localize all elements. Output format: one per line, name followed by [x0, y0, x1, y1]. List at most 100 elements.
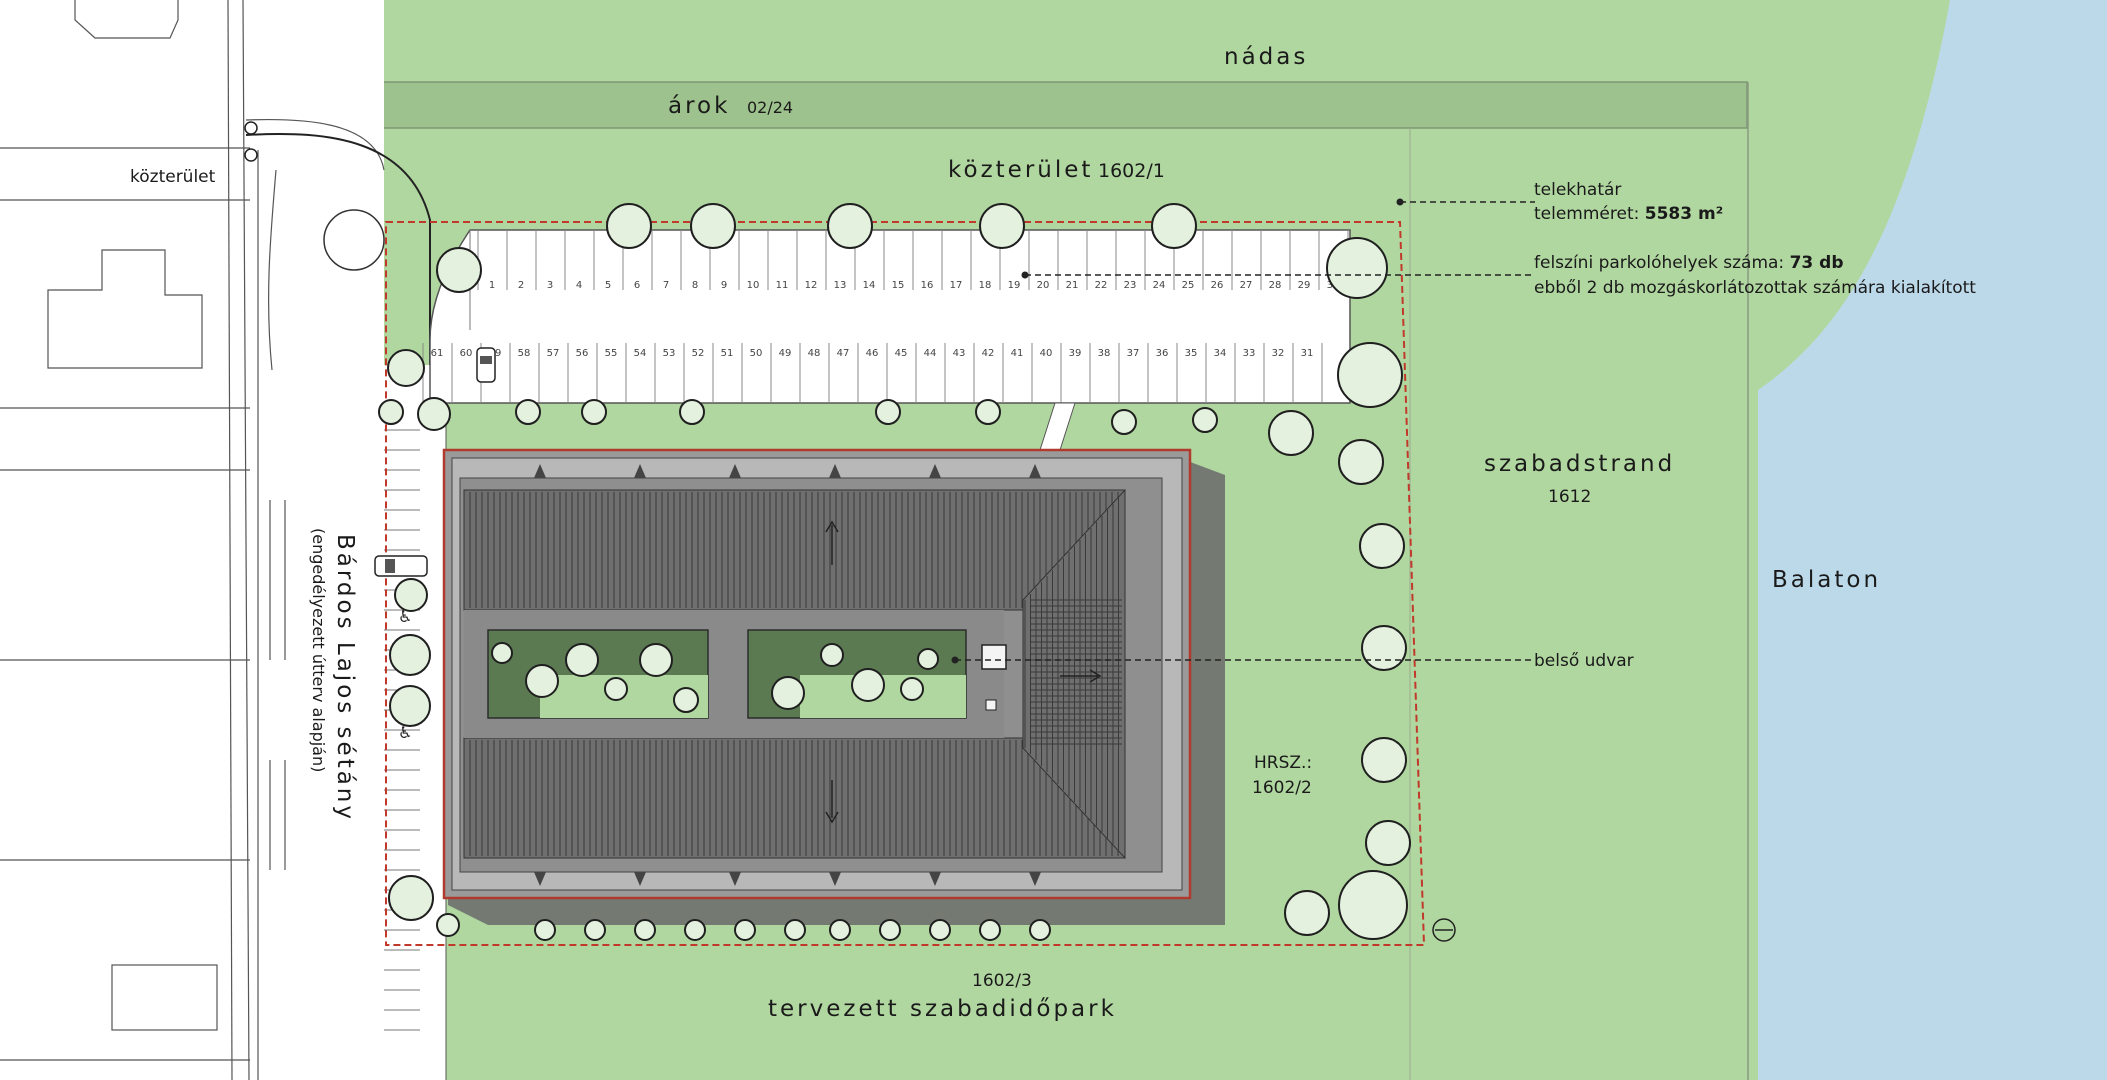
label-bottom-name: tervezett szabadidőpark: [768, 996, 1117, 1022]
parking-stall-number: 46: [866, 348, 879, 359]
tree-icon: [929, 919, 951, 941]
parking-stall-number: 55: [605, 348, 618, 359]
label-balaton: Balaton: [1772, 567, 1882, 593]
parking-stall-number: 6: [634, 280, 640, 291]
label-kozterulet-top-num: 1602/1: [1098, 160, 1165, 182]
parking-stall-number: 20: [1037, 280, 1050, 291]
parking-stall-number: 36: [1156, 348, 1169, 359]
parked-car-icon: [374, 555, 428, 577]
tree-icon: [606, 203, 652, 249]
parking-stall-number: 17: [950, 280, 963, 291]
parking-stall-number: 32: [1272, 348, 1285, 359]
parking-stall-number: 49: [779, 348, 792, 359]
neighbour-area: [0, 0, 384, 1080]
parking-stall-number: 52: [692, 348, 705, 359]
tree-icon: [690, 203, 736, 249]
neighbour-lines: [0, 0, 385, 1080]
tree-icon: [979, 919, 1001, 941]
parking-stall-number: 42: [982, 348, 995, 359]
tree-icon: [979, 203, 1025, 249]
tree-icon: [389, 685, 431, 727]
tree-icon: [829, 919, 851, 941]
tree-icon: [1151, 203, 1197, 249]
parking-stall-number: 53: [663, 348, 676, 359]
tree-icon: [604, 677, 628, 701]
parking-stall-number: 8: [692, 280, 698, 291]
tree-icon: [1192, 407, 1218, 433]
parking-lot: [429, 229, 1351, 404]
tree-icon: [673, 687, 699, 713]
label-telekhatar: telekhatár: [1534, 180, 1622, 200]
parking-stall-number: 12: [805, 280, 818, 291]
tree-icon: [851, 668, 885, 702]
parking-stall-number: 37: [1127, 348, 1140, 359]
tree-icon: [565, 643, 599, 677]
tree-icon: [491, 642, 513, 664]
label-nadas: nádas: [1224, 44, 1309, 70]
parking-stall-number: 33: [1243, 348, 1256, 359]
parking-stall-number: 31: [1301, 348, 1314, 359]
parking-stall-number: 9: [721, 280, 727, 291]
tree-icon: [1284, 890, 1330, 936]
tree-icon: [388, 875, 434, 921]
parking-stall-number: 40: [1040, 348, 1053, 359]
wheelchair-icon: ♿: [398, 723, 412, 742]
tree-icon: [639, 643, 673, 677]
label-szabadstrand-num: 1612: [1548, 487, 1592, 507]
tree-icon: [1365, 820, 1411, 866]
tree-icon: [387, 349, 425, 387]
parking-stall-number: 13: [834, 280, 847, 291]
tree-icon: [1111, 409, 1137, 435]
tree-icon: [378, 399, 404, 425]
tree-icon: [820, 643, 844, 667]
label-parking-note: ebből 2 db mozgáskorlátozottak számára k…: [1534, 278, 1976, 298]
parking-stall-number: 25: [1182, 280, 1195, 291]
parking-stall-number: 26: [1211, 280, 1224, 291]
parking-stall-number: 7: [663, 280, 669, 291]
label-arok-num: 02/24: [747, 98, 794, 117]
label-hrsz: HRSZ.:: [1254, 753, 1313, 773]
section-marker-icon: [1432, 918, 1456, 942]
parked-car-icon: [476, 347, 496, 383]
tree-icon: [784, 919, 806, 941]
tree-icon: [771, 676, 805, 710]
parking-stall-number: 4: [576, 280, 582, 291]
lake-balaton: [1758, 0, 2107, 1080]
tree-icon: [1326, 237, 1388, 299]
tree-icon: [900, 677, 924, 701]
parking-stall-number: 16: [921, 280, 934, 291]
parking-stall-number: 60: [460, 348, 473, 359]
tree-icon: [684, 919, 706, 941]
tree-icon: [1338, 870, 1408, 940]
label-kozterulet-top: közterület: [948, 157, 1094, 183]
parking-stall-number: 47: [837, 348, 850, 359]
parking-stall-number: 27: [1240, 280, 1253, 291]
tree-icon: [917, 648, 939, 670]
plot-boundary: [385, 221, 1426, 946]
tree-icon: [1337, 342, 1403, 408]
parking-stall-number: 14: [863, 280, 876, 291]
parking-stall-number: 23: [1124, 280, 1137, 291]
tree-icon: [875, 399, 901, 425]
tree-icon: [417, 397, 451, 431]
tree-icon: [679, 399, 705, 425]
ditch-strip: [246, 81, 1748, 129]
parking-stall-number: 61: [431, 348, 444, 359]
parking-stall-number: 19: [1008, 280, 1021, 291]
label-hrsz-num: 1602/2: [1252, 778, 1312, 798]
tree-icon: [1268, 410, 1314, 456]
tree-icon: [436, 913, 460, 937]
tree-icon: [389, 634, 431, 676]
parking-stall-number: 39: [1069, 348, 1082, 359]
parking-stall-number: 24: [1153, 280, 1166, 291]
parking-stall-number: 1: [489, 280, 495, 291]
label-arok: árok: [668, 93, 731, 119]
tree-icon: [534, 919, 556, 941]
parking-stall-number: 3: [547, 280, 553, 291]
tree-icon: [1029, 919, 1051, 941]
parking-stall-number: 43: [953, 348, 966, 359]
tree-icon: [515, 399, 541, 425]
parking-stall-number: 29: [1298, 280, 1311, 291]
parking-stall-number: 22: [1095, 280, 1108, 291]
